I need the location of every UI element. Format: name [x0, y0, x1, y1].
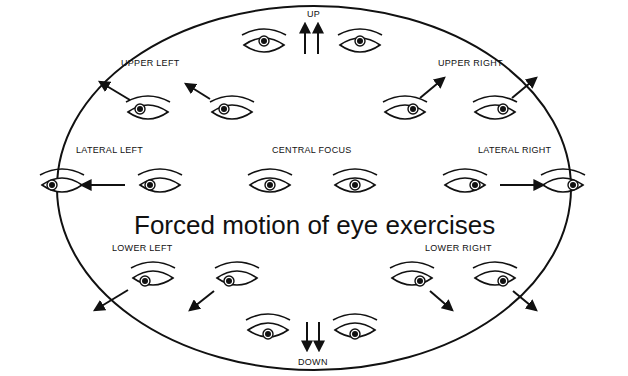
direction-label: DOWN: [298, 357, 328, 368]
direction-label: CENTRAL FOCUS: [272, 145, 352, 156]
direction-label: UPPER LEFT: [121, 58, 180, 69]
direction-label: LATERAL LEFT: [76, 145, 143, 156]
eye-pairs: [40, 29, 585, 339]
direction-label: LOWER RIGHT: [425, 243, 492, 254]
direction-label: UPPER RIGHT: [438, 58, 503, 69]
direction-label: LATERAL RIGHT: [478, 145, 551, 156]
outer-circle: [57, 6, 571, 370]
motion-arrows: [82, 24, 543, 350]
direction-label: UP: [307, 9, 320, 20]
direction-label: LOWER LEFT: [112, 243, 173, 254]
diagram-title: Forced motion of eye exercises: [131, 210, 498, 240]
